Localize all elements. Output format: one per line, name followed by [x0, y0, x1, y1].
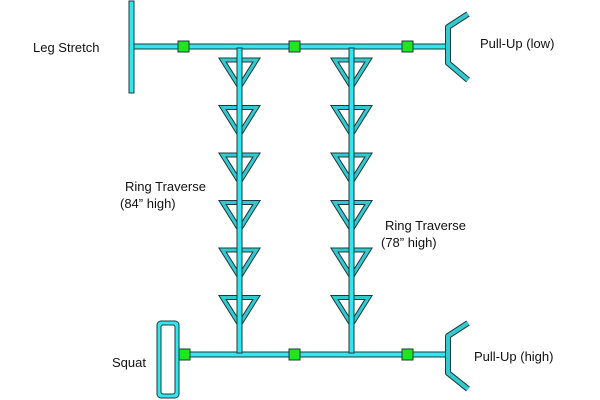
ring-traverse-2-height: (78” high) — [381, 235, 437, 250]
connector — [288, 348, 301, 361]
pullup-low-bar — [445, 11, 470, 83]
connector — [178, 348, 191, 361]
connector — [288, 40, 301, 53]
pullup-high-label: Pull-Up (high) — [474, 349, 553, 364]
connector — [401, 40, 414, 53]
squat-frame — [156, 320, 180, 399]
connector — [401, 348, 414, 361]
ring-traverse-1-name: Ring Traverse — [125, 179, 206, 194]
squat-label: Squat — [112, 355, 146, 370]
leg-stretch-bar — [128, 0, 135, 94]
ring-traverse-1-post — [236, 47, 243, 354]
leg-stretch-label: Leg Stretch — [33, 40, 100, 55]
ring-traverse-2-post — [348, 47, 355, 354]
ring-traverse-2-name: Ring Traverse — [385, 218, 466, 233]
ring-traverse-1-height: (84” high) — [120, 196, 176, 211]
pullup-low-label: Pull-Up (low) — [480, 36, 554, 51]
connector — [177, 40, 190, 53]
pullup-high-bar — [445, 320, 470, 392]
